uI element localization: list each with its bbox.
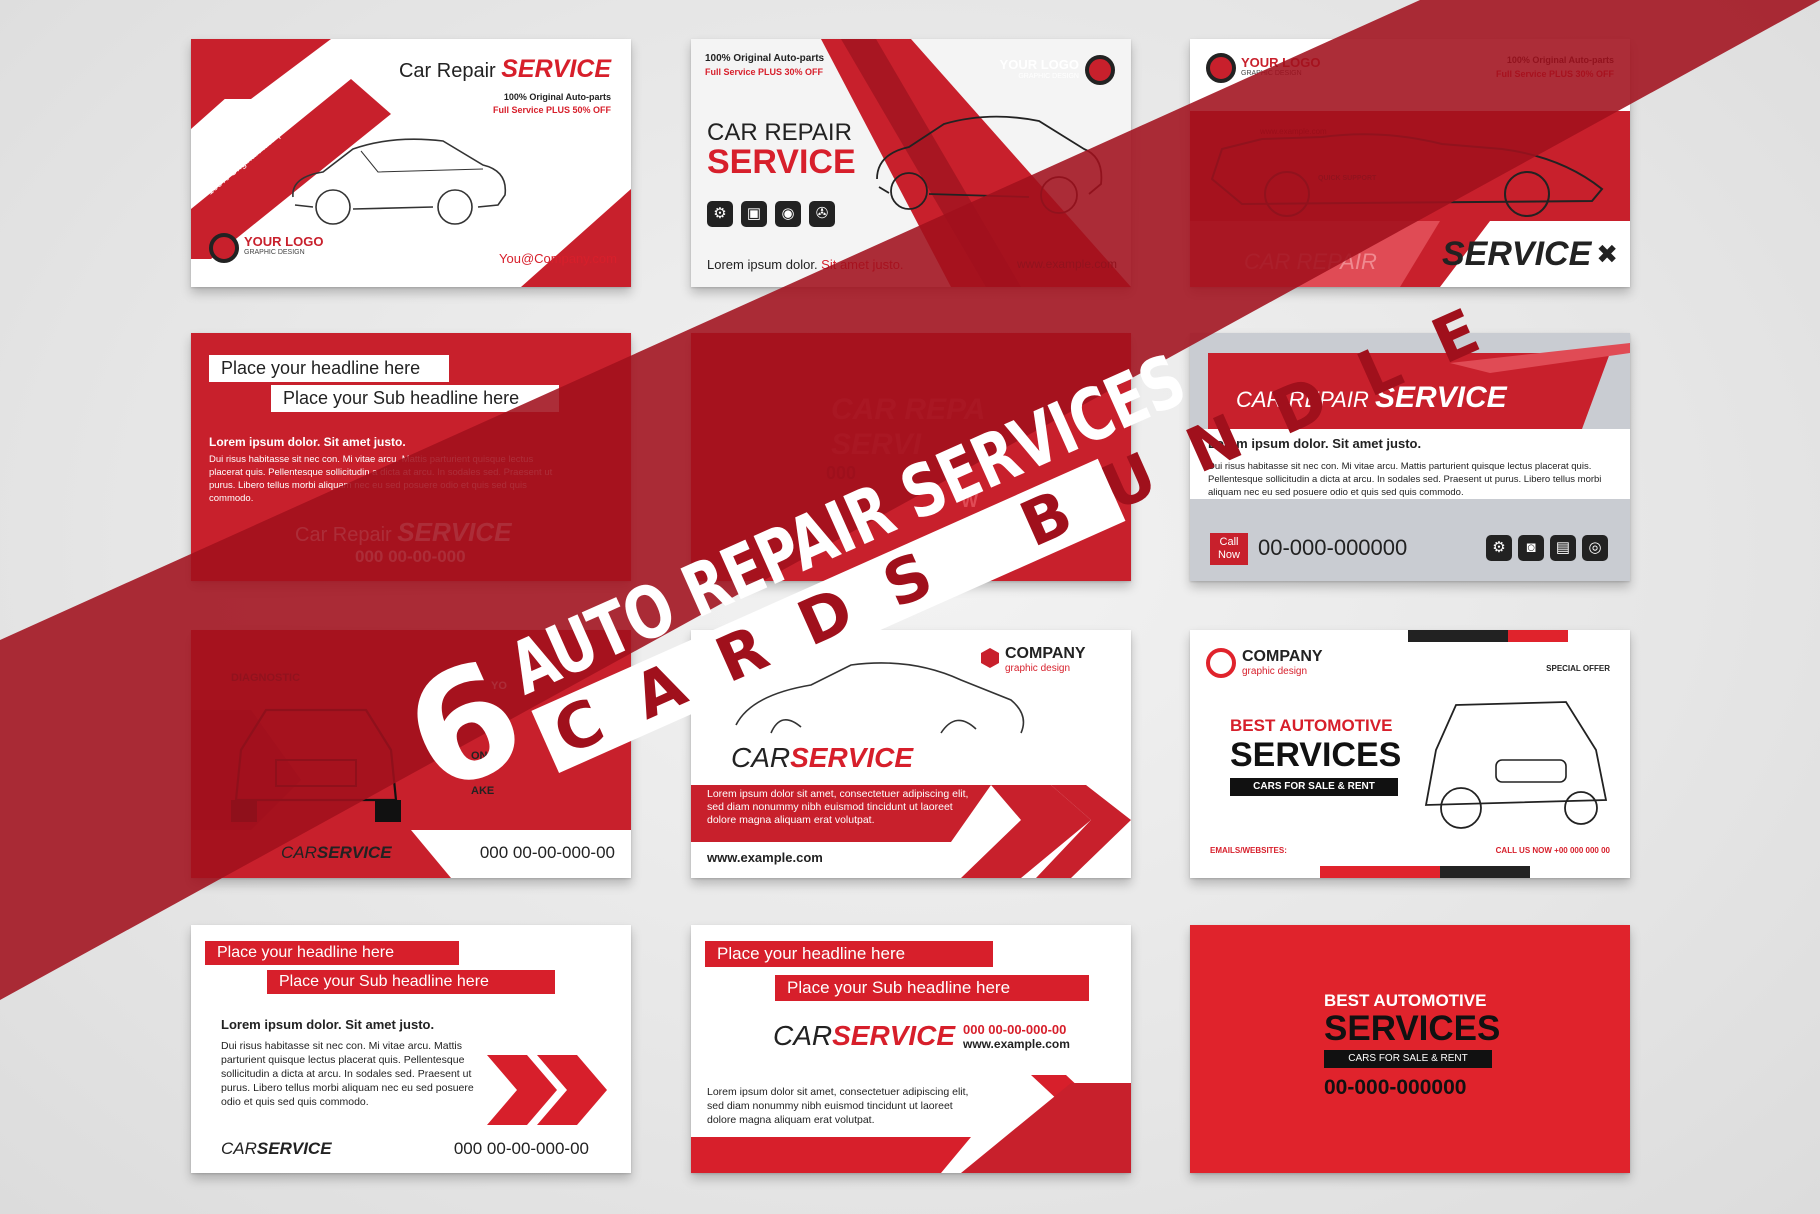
card4-phone: 000 00-00-000 (355, 547, 466, 566)
card9-offer: SPECIAL OFFER (1546, 664, 1610, 673)
card9-tag: graphic design (1242, 666, 1308, 677)
card9-company: COMPANY (1242, 648, 1323, 665)
card2-foot: Lorem ipsum dolor. Sit amet justo. (707, 257, 904, 272)
card-automotive-12: BEST AUTOMOTIVE SERVICES CARS FOR SALE &… (1190, 925, 1630, 1173)
card11-brand: CARSERVICE (773, 1020, 956, 1051)
race-car-sketch-icon (1210, 133, 1604, 217)
card4-title: Car Repair SERVICE (295, 517, 512, 547)
card2-site: www.example.com (1016, 257, 1117, 271)
card7-diag: DIAGNOSTIC (231, 672, 301, 684)
clipboard-icon: ▤ (1550, 535, 1576, 561)
car-icon: ◙ (1518, 535, 1544, 561)
card2-logo-name: YOUR LOGO (999, 57, 1079, 72)
card10-sub: Place your Sub headline here (267, 970, 555, 994)
wrench-icon: ✖ (1596, 239, 1618, 269)
car-sketch-icon (292, 138, 507, 225)
card1-title: Car Repair SERVICE (398, 55, 611, 83)
card12-services: SERVICES (1324, 1009, 1501, 1048)
card4-headline: Place your headline here (209, 355, 449, 382)
card4-sub: Place your Sub headline here (271, 385, 559, 412)
card4-lead: Lorem ipsum dolor. Sit amet justo. (209, 435, 406, 449)
card1-line2: Full Service PLUS 50% OFF (492, 105, 611, 115)
card4-body: Dui risus habitasse sit nec con. Mi vita… (209, 454, 553, 504)
card1-email: You@Company.com (499, 251, 617, 266)
card-car-repair-4: Place your headline here Place your Sub … (191, 333, 631, 581)
gear-icon: ⚙ (1486, 535, 1512, 561)
card9-sale: CARS FOR SALE & RENT (1230, 778, 1398, 796)
battery-icon: ▣ (741, 201, 767, 227)
card5-title-a: CAR REPA (831, 393, 986, 426)
disc-icon: ◎ (1582, 535, 1608, 561)
card12-best: BEST AUTOMOTIVE (1324, 991, 1487, 1010)
card-car-service-11: Place your headline here Place your Sub … (691, 925, 1131, 1173)
card3-left: CAR REPAIR (1244, 249, 1377, 274)
card10-lead: Lorem ipsum dolor. Sit amet justo. (221, 1017, 435, 1032)
card-car-repair-3: YOUR LOGO GRAPHIC DESIGN 100% Original A… (1190, 39, 1630, 287)
card6-phone: 00-000-000000 (1258, 535, 1408, 560)
chevron-arrows-icon (487, 1055, 607, 1125)
card3-logo-name: YOUR LOGO (1241, 55, 1321, 70)
card9-best: BEST AUTOMOTIVE (1230, 716, 1393, 735)
card9-emails: EMAILS/WEBSITES: (1210, 846, 1287, 855)
card1-logo-tag: GRAPHIC DESIGN (244, 249, 305, 256)
card3-logo-tag: GRAPHIC DESIGN (1241, 70, 1302, 77)
card8-site: www.example.com (707, 850, 823, 865)
gauge-icon: ◉ (775, 201, 801, 227)
card3-line2: Full Service PLUS 30% OFF (1495, 69, 1614, 79)
card1-logo-name: YOUR LOGO (244, 234, 324, 249)
logo-gear-icon (209, 233, 239, 263)
card12-sale: CARS FOR SALE & RENT (1324, 1050, 1492, 1068)
card1-line1: 100% Original Auto-parts (503, 92, 611, 102)
company-aperture-logo-icon (1206, 648, 1236, 678)
card11-body: Lorem ipsum dolor sit amet, consectetuer… (707, 1086, 969, 1126)
card3-site: www.example.com (1260, 127, 1327, 136)
card3-support: QUICK SUPPORT (1318, 175, 1377, 182)
card9-call: CALL US NOW +00 000 000 00 (1495, 846, 1610, 855)
card2-line1: 100% Original Auto-parts (705, 53, 825, 64)
card9-services: SERVICES (1230, 736, 1402, 774)
card12-phone: 00-000-000000 (1324, 1076, 1467, 1099)
card-automotive-9: COMPANY graphic design SPECIAL OFFER BES… (1190, 630, 1630, 878)
card2-line2: Full Service PLUS 30% OFF (705, 67, 824, 77)
card6-body: Dui risus habitasse sit nec con. Mi vita… (1208, 461, 1602, 498)
car-sketch-icon (876, 115, 1103, 214)
gear-icon: ⚙ (707, 201, 733, 227)
card3-line1: 100% Original Auto-parts (1506, 55, 1614, 65)
card11-site: www.example.com (963, 1037, 1070, 1051)
card10-body: Dui risus habitasse sit nec con. Mi vita… (221, 1040, 474, 1108)
card10-phone: 000 00-00-000-00 (453, 1139, 589, 1158)
card2-title-b: SERVICE (707, 143, 856, 181)
card-car-service-10: Place your headline here Place your Sub … (191, 925, 631, 1173)
card-car-repair-1: 100% Original Auto-parts Car Repair SERV… (191, 39, 631, 287)
card-car-repair-2: 100% Original Auto-parts Full Service PL… (691, 39, 1131, 287)
card7-phone: 000 00-00-000-00 (479, 843, 615, 862)
card2-logo-tag: GRAPHIC DESIGN (1018, 73, 1079, 80)
card10-headline: Place your headline here (205, 941, 459, 965)
card10-brand: CARSERVICE (221, 1139, 332, 1158)
card8-body: Lorem ipsum dolor sit amet, consectetuer… (707, 788, 969, 826)
logo-gear-icon (1085, 55, 1115, 85)
logo-gear-icon (1206, 53, 1236, 83)
card8-brand: CARSERVICE (731, 742, 914, 773)
card3-right: SERVICE (1442, 235, 1592, 273)
car-front-sketch-icon (231, 708, 401, 822)
wheel-icon: ✇ (809, 201, 835, 227)
mini-car-sketch-icon (1424, 701, 1608, 829)
card11-phone: 000 00-00-000-00 (963, 1022, 1067, 1037)
card11-red-shapes (691, 1075, 1131, 1173)
card7-brand: CARSERVICE (281, 843, 392, 862)
